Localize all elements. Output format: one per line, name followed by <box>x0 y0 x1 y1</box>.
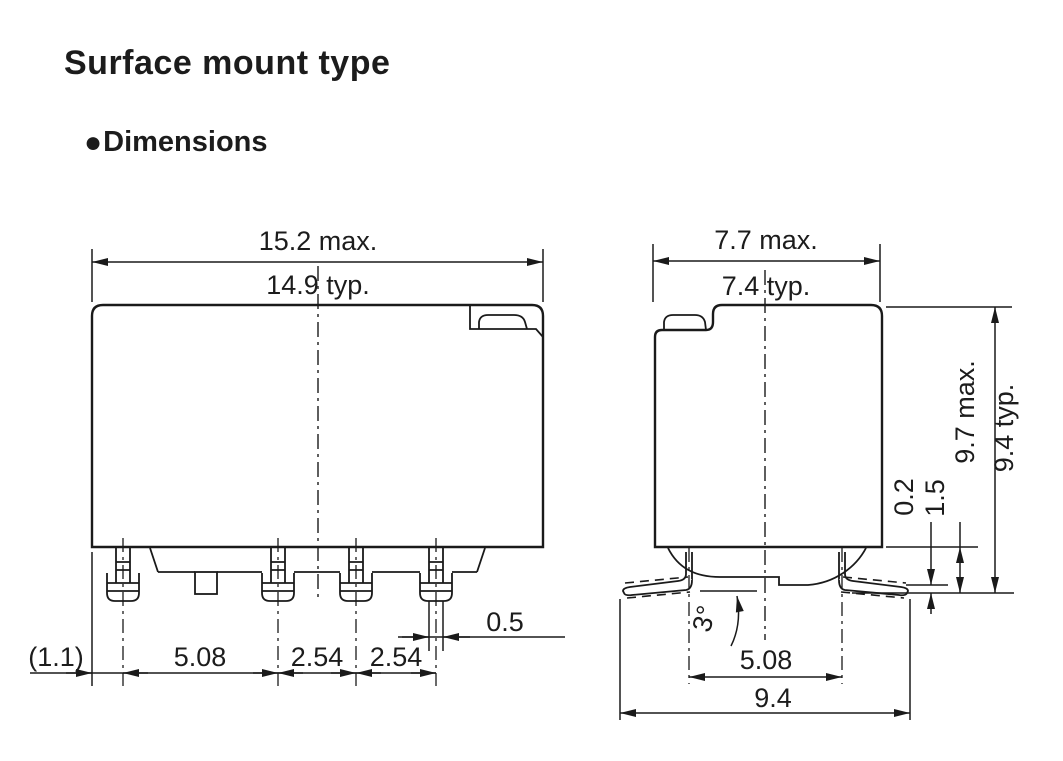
relay-body-side <box>653 303 884 549</box>
side-notch-tab <box>663 314 707 331</box>
side-base-height-label: 1.5 <box>920 479 950 517</box>
side-depth-typ-label: 7.4 typ. <box>722 271 811 301</box>
side-right-lead-hidden-edges <box>840 576 907 599</box>
front-bottom-boss <box>194 571 218 595</box>
front-notch-tab <box>478 314 528 330</box>
relay-body-front <box>90 303 545 549</box>
side-standoff-label: 0.2 <box>889 478 919 516</box>
front-dimension-lines <box>30 249 565 686</box>
front-pins <box>106 547 453 602</box>
front-pin-centerlines <box>122 538 437 686</box>
side-depth-max-label: 7.7 max. <box>714 225 818 255</box>
side-bottom-bulge <box>667 547 867 586</box>
front-edge-to-pin-label: (1.1) <box>28 642 84 672</box>
front-view-geometry <box>30 249 565 686</box>
side-view-geometry <box>619 244 1014 720</box>
side-view-labels: 7.7 max. 7.4 typ. 9.7 max. 9.4 typ. 0.2 … <box>686 225 1019 713</box>
side-left-lead <box>622 552 693 597</box>
side-height-max-label: 9.7 max. <box>950 360 980 464</box>
section-label: Dimensions <box>103 126 268 158</box>
side-lead-span-label: 9.4 <box>754 683 792 713</box>
front-view: 15.2 max. 14.9 typ. (1.1) 5.08 2.54 2.54… <box>28 226 565 686</box>
front-lead-width-label: 0.5 <box>486 607 524 637</box>
section-heading: ●Dimensions <box>84 126 268 159</box>
front-pitch-a-label: 5.08 <box>174 642 227 672</box>
bullet-icon: ● <box>84 125 103 159</box>
front-pitch-c-label: 2.54 <box>370 642 423 672</box>
page-title: Surface mount type <box>64 44 391 82</box>
side-height-typ-label: 9.4 typ. <box>989 384 1019 473</box>
side-dimension-lines <box>619 244 1014 720</box>
side-pin-centerlines <box>688 548 843 684</box>
front-pitch-b-label: 2.54 <box>291 642 344 672</box>
side-lead-angle-label: 3° <box>686 602 722 635</box>
front-bottom-recess <box>149 547 486 573</box>
side-lead-pitch-label: 5.08 <box>740 645 793 675</box>
front-width-max-label: 15.2 max. <box>259 226 378 256</box>
front-corner-notch <box>469 306 544 338</box>
side-view: 7.7 max. 7.4 typ. 9.7 max. 9.4 typ. 0.2 … <box>619 225 1019 720</box>
front-view-labels: 15.2 max. 14.9 typ. (1.1) 5.08 2.54 2.54… <box>28 226 524 672</box>
side-right-lead <box>838 552 909 597</box>
side-left-lead-hidden-edges <box>624 576 691 599</box>
front-width-typ-label: 14.9 typ. <box>266 270 370 300</box>
